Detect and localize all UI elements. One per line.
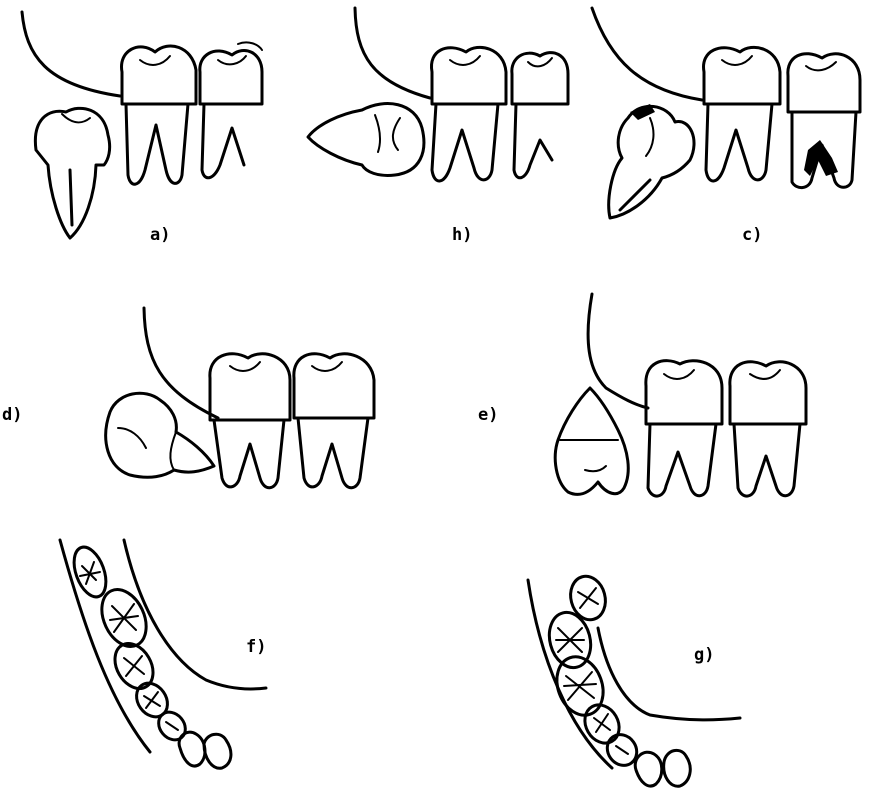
label-a: a) <box>150 225 170 245</box>
label-c: c) <box>742 225 762 245</box>
first-molar <box>294 354 374 488</box>
first-molar <box>200 42 262 177</box>
panel-a: a) <box>22 12 262 245</box>
label-e: e) <box>478 405 498 425</box>
ramus-line <box>355 8 430 98</box>
ramus-line <box>144 308 218 418</box>
ramus-line <box>22 12 120 96</box>
occlusal-teeth <box>543 572 690 786</box>
panel-c: c) <box>592 8 860 245</box>
panel-e: e) <box>478 294 806 496</box>
first-molar <box>730 362 806 496</box>
ramus-line <box>588 294 648 408</box>
first-molar-with-caries <box>788 54 860 188</box>
impacted-tooth <box>35 108 109 238</box>
second-molar <box>646 361 722 496</box>
premolar <box>204 734 231 768</box>
second-molar <box>431 47 506 181</box>
first-molar <box>512 53 568 178</box>
panel-f: f) <box>60 540 266 768</box>
label-f: f) <box>246 637 266 657</box>
impacted-tooth <box>555 388 628 494</box>
panel-b: h) <box>308 8 568 245</box>
second-molar <box>122 46 196 184</box>
premolar <box>664 750 691 786</box>
panel-d: d) <box>2 308 374 488</box>
panel-g: g) <box>528 572 740 786</box>
impacted-tooth <box>609 104 694 218</box>
occlusal-teeth <box>68 543 231 768</box>
ramus-line <box>592 8 702 100</box>
inner-arch-line <box>598 628 740 720</box>
label-g: g) <box>694 645 714 665</box>
second-molar <box>704 47 780 181</box>
second-molar <box>210 354 290 488</box>
premolar <box>635 752 662 786</box>
impacted-tooth <box>308 104 424 176</box>
label-d: d) <box>2 405 22 425</box>
label-b: h) <box>452 225 472 245</box>
